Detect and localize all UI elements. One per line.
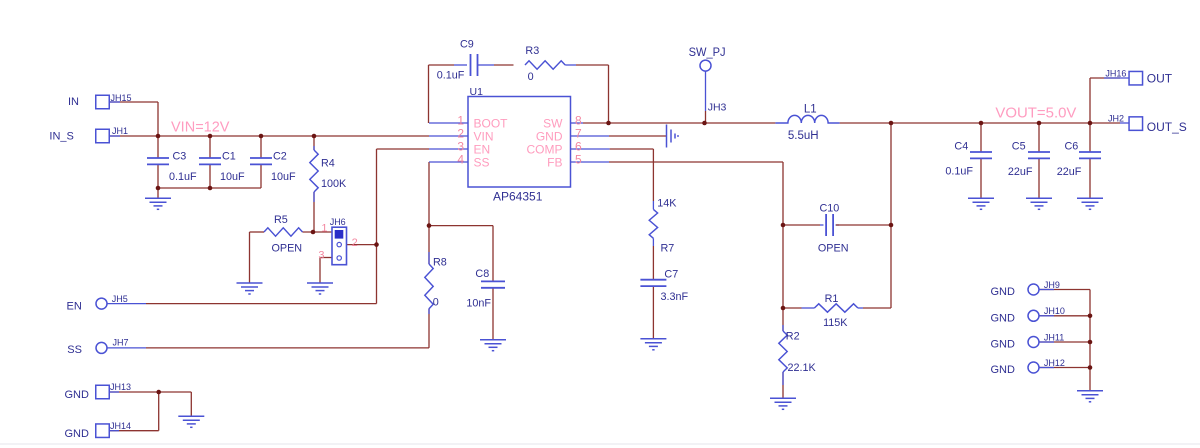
svg-text:EN: EN xyxy=(474,143,491,157)
svg-text:4: 4 xyxy=(457,153,464,167)
svg-text:OPEN: OPEN xyxy=(818,242,849,254)
svg-text:10uF: 10uF xyxy=(271,171,296,183)
svg-text:AP64351: AP64351 xyxy=(493,190,543,204)
svg-text:GND: GND xyxy=(991,313,1016,325)
svg-text:C8: C8 xyxy=(475,268,489,280)
svg-text:VIN=12V: VIN=12V xyxy=(171,119,230,136)
svg-text:1: 1 xyxy=(457,114,464,128)
svg-text:OUT_S: OUT_S xyxy=(1147,120,1187,134)
svg-text:VIN: VIN xyxy=(474,130,494,144)
svg-text:R3: R3 xyxy=(525,45,539,57)
svg-text:R5: R5 xyxy=(274,214,288,226)
svg-text:5.5uH: 5.5uH xyxy=(788,130,819,142)
svg-text:10nF: 10nF xyxy=(466,298,491,310)
svg-text:R2: R2 xyxy=(786,331,800,343)
svg-text:JH11: JH11 xyxy=(1044,333,1064,343)
svg-text:JH1: JH1 xyxy=(112,126,128,136)
svg-text:3.3nF: 3.3nF xyxy=(661,291,689,303)
svg-text:L1: L1 xyxy=(804,104,817,116)
svg-text:2: 2 xyxy=(457,127,464,141)
svg-text:5: 5 xyxy=(575,153,582,167)
svg-text:C7: C7 xyxy=(664,268,678,280)
svg-text:OUT: OUT xyxy=(1147,72,1173,86)
svg-text:SW: SW xyxy=(543,117,563,131)
svg-text:JH12: JH12 xyxy=(1044,358,1065,368)
svg-text:JH6: JH6 xyxy=(330,217,346,227)
svg-text:R4: R4 xyxy=(321,158,335,170)
svg-text:10uF: 10uF xyxy=(220,171,245,183)
svg-text:1: 1 xyxy=(321,223,327,235)
svg-text:6: 6 xyxy=(575,140,582,154)
svg-text:C10: C10 xyxy=(820,203,840,215)
svg-text:R7: R7 xyxy=(661,242,675,254)
svg-text:22uF: 22uF xyxy=(1008,166,1033,178)
svg-text:GND: GND xyxy=(536,130,563,144)
svg-text:IN: IN xyxy=(68,96,79,108)
svg-text:GND: GND xyxy=(991,364,1016,376)
svg-text:C1: C1 xyxy=(222,151,236,163)
svg-text:JH3: JH3 xyxy=(708,102,727,114)
svg-text:C6: C6 xyxy=(1065,141,1079,153)
svg-text:R8: R8 xyxy=(433,256,447,268)
svg-text:C9: C9 xyxy=(460,38,474,50)
svg-text:JH9: JH9 xyxy=(1044,280,1060,290)
svg-text:GND: GND xyxy=(65,428,90,440)
svg-text:SS: SS xyxy=(67,344,82,356)
svg-text:C5: C5 xyxy=(1012,141,1026,153)
svg-text:GND: GND xyxy=(65,389,90,401)
svg-text:C3: C3 xyxy=(173,151,187,163)
svg-text:100K: 100K xyxy=(321,178,347,190)
svg-text:JH10: JH10 xyxy=(1044,306,1065,316)
svg-text:IN_S: IN_S xyxy=(49,131,73,143)
svg-text:22uF: 22uF xyxy=(1057,166,1082,178)
svg-text:EN: EN xyxy=(67,300,82,312)
svg-text:JH15: JH15 xyxy=(111,93,132,103)
svg-text:U1: U1 xyxy=(470,86,484,98)
svg-text:0.1uF: 0.1uF xyxy=(169,171,197,183)
svg-text:0.1uF: 0.1uF xyxy=(945,165,973,177)
svg-text:COMP: COMP xyxy=(527,143,563,157)
svg-text:2: 2 xyxy=(352,237,358,249)
svg-text:JH13: JH13 xyxy=(110,382,131,392)
svg-text:GND: GND xyxy=(991,339,1016,351)
svg-text:C4: C4 xyxy=(954,141,968,153)
svg-text:R1: R1 xyxy=(825,293,839,305)
svg-text:3: 3 xyxy=(457,140,464,154)
svg-text:14K: 14K xyxy=(657,197,677,209)
svg-text:C2: C2 xyxy=(273,151,287,163)
svg-text:22.1K: 22.1K xyxy=(788,362,817,374)
svg-text:JH14: JH14 xyxy=(110,421,131,431)
svg-text:8: 8 xyxy=(575,114,582,128)
svg-text:115K: 115K xyxy=(823,317,848,329)
svg-text:JH7: JH7 xyxy=(113,338,129,348)
svg-text:JH2: JH2 xyxy=(1108,114,1124,124)
svg-text:0: 0 xyxy=(433,297,439,309)
svg-text:OPEN: OPEN xyxy=(272,243,303,255)
svg-text:7: 7 xyxy=(575,127,582,141)
svg-text:JH16: JH16 xyxy=(1105,69,1126,79)
svg-text:VOUT=5.0V: VOUT=5.0V xyxy=(995,104,1076,121)
svg-text:SW_PJ: SW_PJ xyxy=(689,47,726,59)
svg-text:JH5: JH5 xyxy=(112,294,128,304)
svg-text:SS: SS xyxy=(474,156,490,170)
svg-text:FB: FB xyxy=(547,156,562,170)
svg-text:0.1uF: 0.1uF xyxy=(437,70,465,82)
svg-text:GND: GND xyxy=(991,286,1016,298)
svg-text:3: 3 xyxy=(318,249,324,261)
svg-text:0: 0 xyxy=(528,71,534,83)
svg-text:BOOT: BOOT xyxy=(474,117,509,131)
